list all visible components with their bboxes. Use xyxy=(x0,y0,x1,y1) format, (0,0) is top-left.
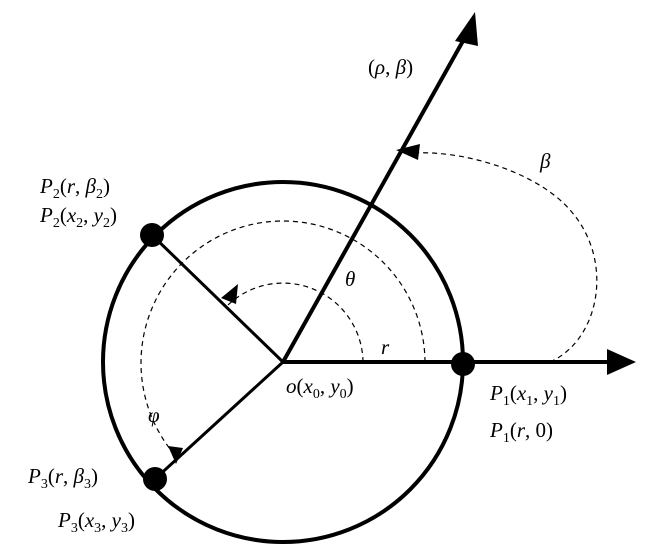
label-p3-cartesian: P3(x3, y3) xyxy=(57,508,135,536)
label-theta: θ xyxy=(345,267,355,291)
arc-middle-arrowhead xyxy=(168,446,183,464)
arc-outer-arrowhead xyxy=(396,144,420,160)
dashed-arc-middle xyxy=(140,220,426,455)
arc-inner-arrowhead xyxy=(221,284,238,304)
dashed-arc-outer xyxy=(411,152,598,363)
ray-p3 xyxy=(153,360,285,481)
ray-rho xyxy=(281,31,470,363)
label-phi: φ xyxy=(148,403,160,427)
axis-arrowhead xyxy=(607,349,636,375)
point-p2 xyxy=(140,223,164,247)
dashed-arc-inner xyxy=(227,282,364,363)
label-p2-cartesian: P2(x2, y2) xyxy=(39,203,117,231)
label-p1-polar: P1(r, 0) xyxy=(489,418,553,446)
label-p1-cartesian: P1(x1, y1) xyxy=(489,381,567,409)
point-p3 xyxy=(143,467,167,491)
label-r: r xyxy=(381,335,390,359)
ray-p2 xyxy=(150,233,285,364)
label-beta: β xyxy=(539,149,551,173)
label-p3-polar: P3(r, β3) xyxy=(27,464,98,492)
label-rho-beta: (ρ, β) xyxy=(368,55,413,79)
label-origin: o(x0, y0) xyxy=(286,374,354,402)
point-p1 xyxy=(451,352,475,376)
ray-rho-arrowhead xyxy=(455,12,478,46)
label-p2-polar: P2(r, β2) xyxy=(39,174,110,202)
